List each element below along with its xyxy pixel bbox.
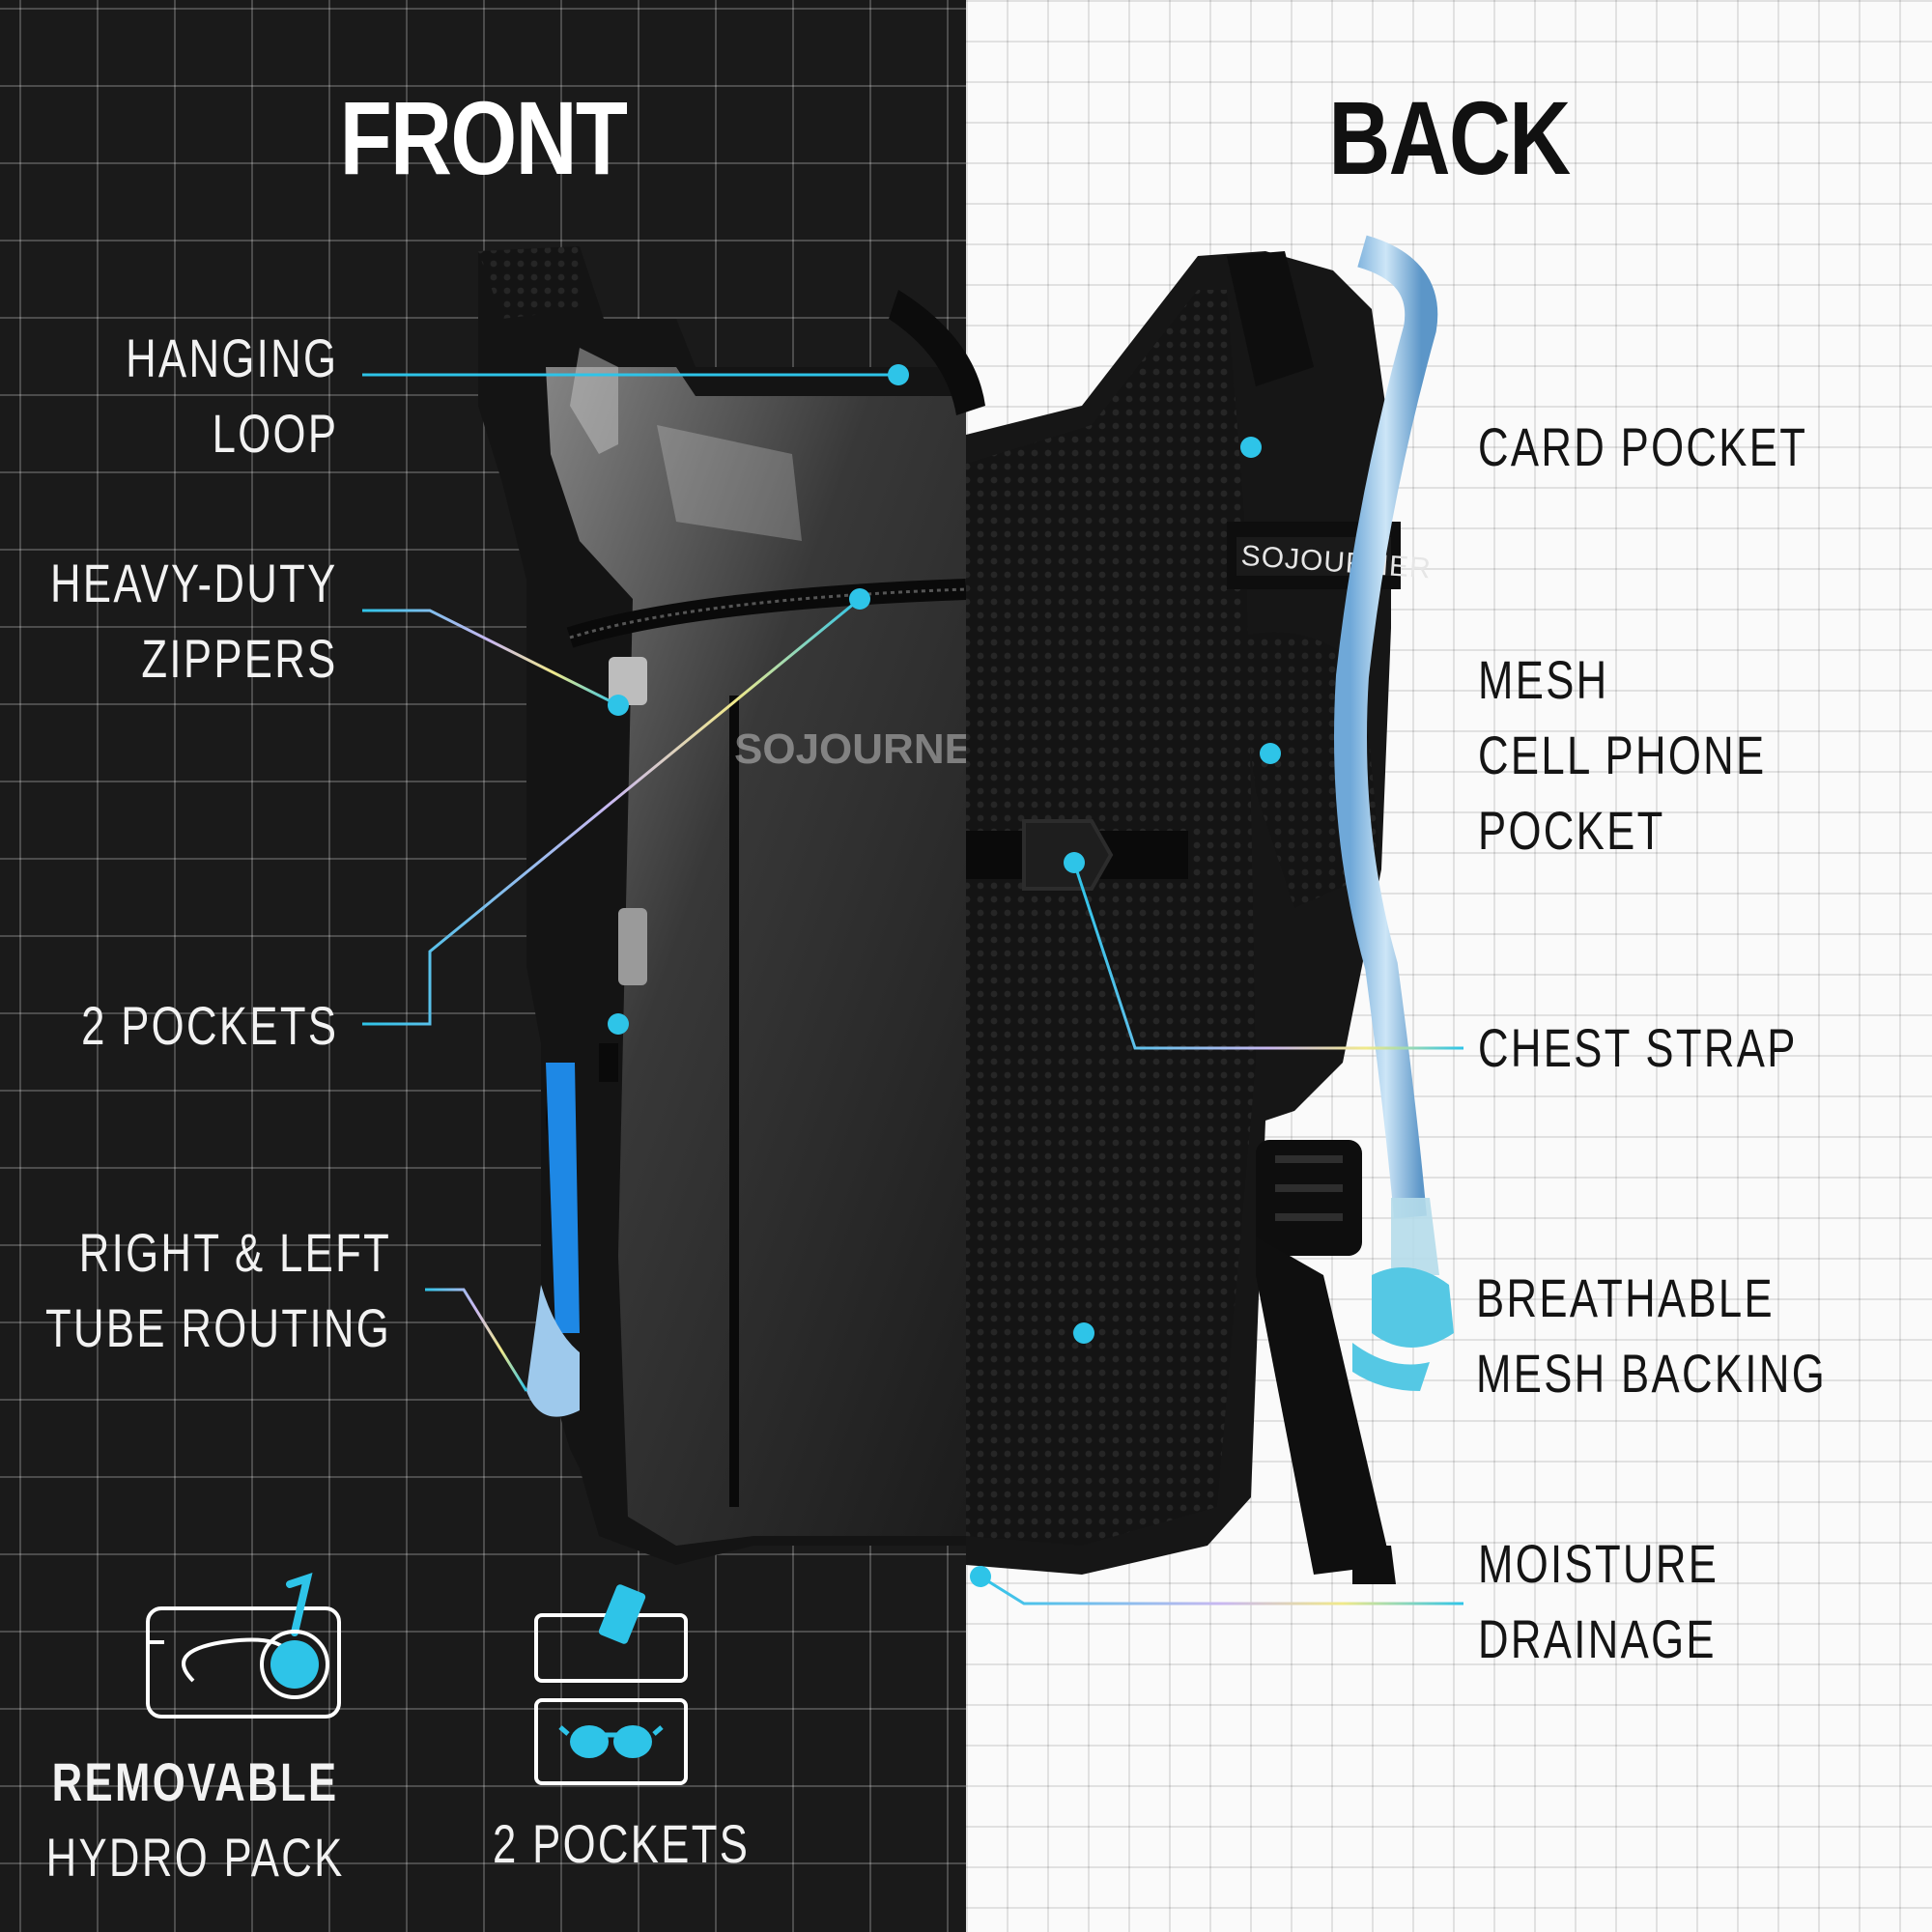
front-callout-lines (362, 373, 898, 1392)
chest-strap-label: CHEST STRAP (1478, 1010, 1798, 1086)
drainage-line-1: MOISTURE (1478, 1533, 1719, 1594)
bite-valve (1372, 1267, 1454, 1348)
hydration-tube (1334, 235, 1438, 1219)
back-backpack: SOJOURNER (966, 235, 1454, 1584)
mesh-pocket-label: MESH CELL PHONE POCKET (1478, 642, 1767, 868)
sunglasses-icon (558, 1725, 664, 1758)
hanging-loop-line-2: LOOP (212, 403, 338, 464)
tube-routing-label: RIGHT & LEFT TUBE ROUTING (45, 1215, 391, 1366)
chest-strap-line-1: CHEST STRAP (1478, 1017, 1798, 1078)
mesh-backing-line-2: MESH BACKING (1476, 1343, 1828, 1404)
pockets-feature: 2 POCKETS (493, 1806, 750, 1882)
drainage-line-2: DRAINAGE (1478, 1608, 1717, 1669)
zippers-line-2: ZIPPERS (141, 628, 338, 689)
zipper-pull (609, 657, 647, 705)
front-pockets-label: 2 POCKETS (81, 988, 338, 1064)
hydro-pack-feature: REMOVABLE HYDRO PACK (45, 1745, 344, 1895)
back-heading: BACK (1328, 79, 1571, 196)
card-pocket-line-1: CARD POCKET (1478, 416, 1808, 477)
zippers-line-1: HEAVY-DUTY (50, 553, 338, 613)
mesh-pocket-line-3: POCKET (1478, 800, 1665, 861)
tube-routing-line-2: TUBE ROUTING (44, 1297, 391, 1358)
front-callout-dots (608, 364, 909, 1035)
mesh-backing-label: BREATHABLE MESH BACKING (1476, 1261, 1827, 1411)
front-pockets-line-1: 2 POCKETS (80, 995, 338, 1056)
back-callout-dots (970, 437, 1281, 1587)
pockets-feature-text: 2 POCKETS (493, 1813, 751, 1874)
front-backpack: SOJOURNER (478, 246, 1004, 1565)
mesh-backing-line-1: BREATHABLE (1476, 1267, 1776, 1328)
hydration-bladder-icon (146, 1572, 341, 1719)
phone-icon (598, 1584, 646, 1644)
back-callout-lines (980, 445, 1463, 1605)
mesh-pocket-line-1: MESH (1478, 649, 1609, 710)
hydro-feature-text: HYDRO PACK (45, 1827, 345, 1888)
tube-routing-line-1: RIGHT & LEFT (78, 1222, 391, 1283)
front-brand: SOJOURNER (734, 725, 1004, 773)
zippers-label: HEAVY-DUTY ZIPPERS (50, 546, 338, 696)
hanging-loop-line-1: HANGING (125, 327, 338, 388)
front-heading: FRONT (339, 79, 628, 196)
card-pocket-label: CARD POCKET (1478, 410, 1807, 485)
drainage-label: MOISTURE DRAINAGE (1478, 1526, 1719, 1677)
strap-buckle (1256, 1140, 1362, 1256)
hydro-feature-bold: REMOVABLE (51, 1751, 339, 1812)
mesh-pocket-line-2: CELL PHONE (1478, 724, 1767, 785)
hanging-loop-label: HANGING LOOP (126, 321, 338, 471)
pockets-icon (534, 1584, 688, 1785)
